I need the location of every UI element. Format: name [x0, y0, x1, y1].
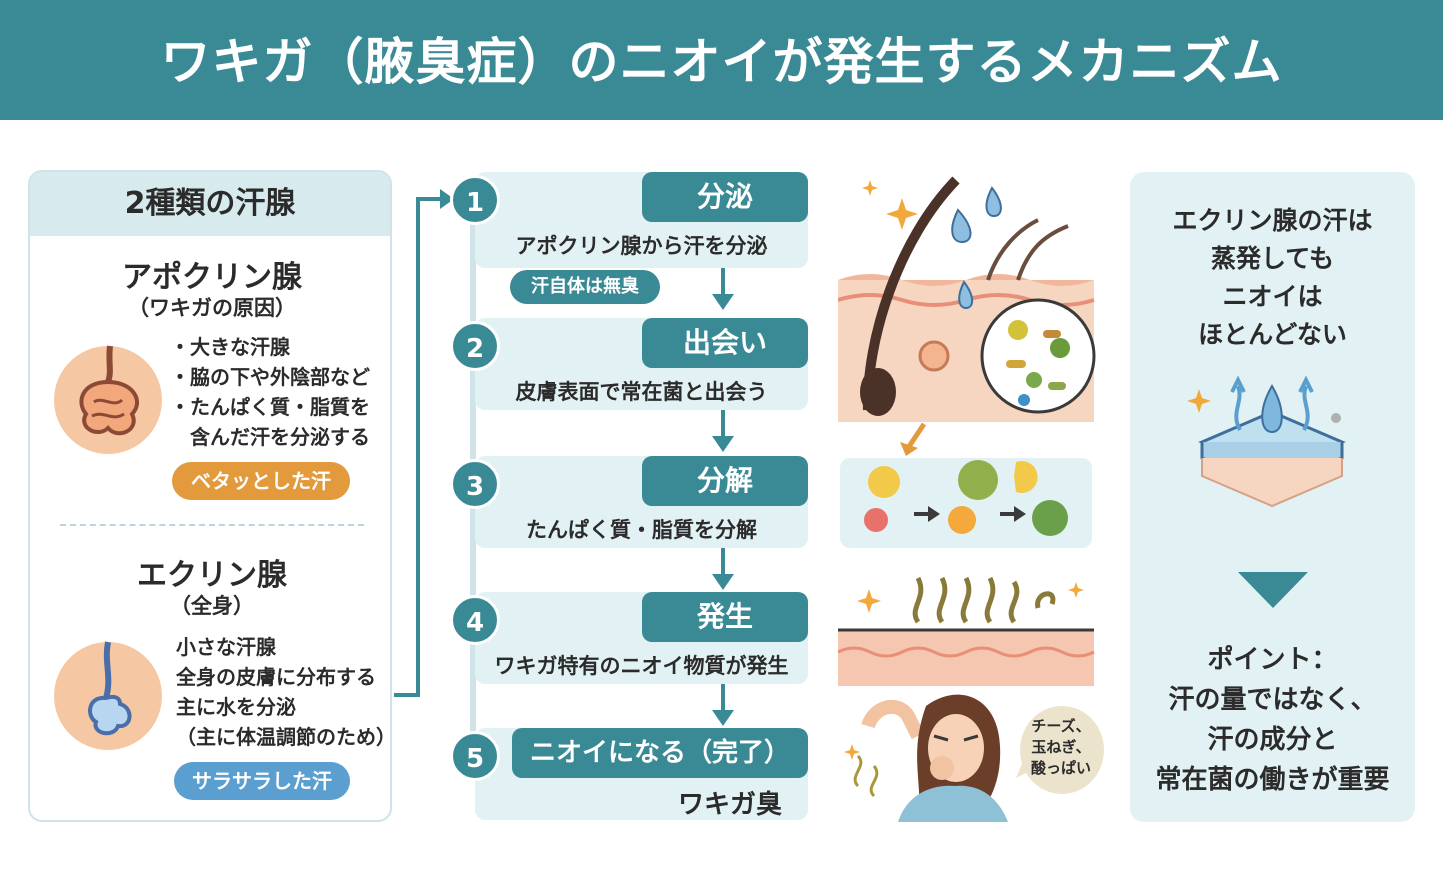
smell-word: チーズ、: [1031, 717, 1091, 735]
step-5-card: ニオイになる（完了） ワキガ臭: [475, 728, 808, 820]
evaporation-icon: [1187, 375, 1346, 508]
follicle-illustration: [838, 176, 1096, 422]
down-arrow-icon: [712, 684, 734, 726]
step-3-title: 分解: [642, 456, 808, 506]
eccrine-title: エクリン腺: [137, 558, 287, 593]
smell-word: 玉ねぎ、: [1031, 738, 1091, 756]
eccrine-point: （主に体温調節のため）: [176, 725, 392, 749]
gland-types-panel: 2種類の汗腺 アポクリン腺 （ワキガの原因） ・大きな汗腺 ・脇の下や外陰部など…: [28, 170, 392, 822]
step-1-desc: アポクリン腺から汗を分泌: [515, 234, 768, 258]
step-2-number: 2: [450, 321, 500, 371]
step-5-title: ニオイになる（完了）: [512, 728, 808, 778]
eccrine-point: 全身の皮膚に分布する: [176, 665, 376, 689]
smell-word: 酸っぱい: [1030, 759, 1091, 777]
eccrine-note-line: ほとんどない: [1198, 320, 1347, 349]
eccrine-note-line: エクリン腺の汗は: [1172, 206, 1373, 235]
step-4-number: 4: [450, 595, 500, 645]
down-arrow-icon: [712, 410, 734, 452]
step-5-desc: ワキガ臭: [677, 790, 782, 820]
apocrine-point: ・たんぱく質・脂質を: [170, 395, 370, 419]
sticky-sweat-tag: ベタッとした汗: [172, 462, 350, 500]
down-triangle-icon: [1238, 572, 1308, 608]
step-2-card: 出会い 皮膚表面で常在菌と出会う: [475, 318, 808, 410]
eccrine-points: 小さな汗腺 全身の皮膚に分布する 主に水を分泌 （主に体温調節のため）: [176, 632, 390, 752]
divider: [60, 524, 364, 526]
apocrine-gland-icon: [54, 345, 162, 454]
eccrine-gland-icon: [54, 641, 162, 750]
step-5-number: 5: [450, 731, 500, 781]
odorless-tag: 汗自体は無臭: [510, 270, 660, 304]
step-2-desc: 皮膚表面で常在菌と出会う: [515, 380, 768, 404]
smell-bubble-text: チーズ、 玉ねぎ、 酸っぱい: [1016, 716, 1106, 779]
speech-bubble-shape: [1016, 706, 1104, 794]
step-1-number: 1: [450, 175, 500, 225]
eccrine-note-line: ニオイは: [1222, 282, 1323, 311]
down-arrow-icon: [712, 548, 734, 590]
step-3-card: 分解 たんぱく質・脂質を分解: [475, 456, 808, 548]
page-title: ワキガ（腋臭症）のニオイが発生するメカニズム: [160, 33, 1283, 91]
step-3-number: 3: [450, 459, 500, 509]
key-point-line: ポイント：: [1207, 645, 1338, 675]
step-1-card: 分泌 アポクリン腺から汗を分泌 汗自体は無臭: [475, 172, 808, 304]
step-4-card: 発生 ワキガ特有のニオイ物質が発生: [475, 592, 808, 684]
apocrine-point: ・大きな汗腺: [170, 335, 290, 359]
eccrine-subtitle: （全身）: [170, 594, 254, 618]
key-point-line: 汗の成分と: [1207, 725, 1338, 755]
key-point: ポイント： 汗の量ではなく、 汗の成分と 常在菌の働きが重要: [1130, 640, 1415, 800]
apocrine-point: ・脇の下や外陰部など: [170, 365, 370, 389]
eccrine-point: 小さな汗腺: [176, 635, 276, 659]
step-3-desc: たんぱく質・脂質を分解: [526, 518, 757, 542]
apocrine-point: 含んだ汗を分泌する: [170, 425, 370, 449]
apocrine-title: アポクリン腺: [122, 260, 302, 295]
eccrine-note-line: 蒸発しても: [1210, 244, 1334, 273]
bacteria-illustration: [840, 422, 1092, 548]
apocrine-subtitle: （ワキガの原因）: [128, 296, 296, 320]
step-4-title: 発生: [642, 592, 808, 642]
step-1-title: 分泌: [642, 172, 808, 222]
eccrine-note: エクリン腺の汗は 蒸発しても ニオイは ほとんどない: [1130, 202, 1415, 354]
gland-types-heading: 2種類の汗腺: [30, 172, 390, 236]
odor-illustration: [838, 576, 1095, 686]
down-arrow-icon: [712, 268, 734, 310]
step-4-desc: ワキガ特有のニオイ物質が発生: [494, 654, 789, 678]
eccrine-point: 主に水を分泌: [176, 695, 296, 719]
smooth-sweat-tag: サラサラした汗: [174, 762, 350, 800]
woman-illustration: [844, 694, 1008, 822]
key-point-line: 常在菌の働きが重要: [1155, 765, 1390, 795]
step-2-title: 出会い: [642, 318, 808, 368]
apocrine-points: ・大きな汗腺 ・脇の下や外陰部など ・たんぱく質・脂質を 含んだ汗を分泌する: [170, 332, 370, 452]
summary-panel: エクリン腺の汗は 蒸発しても ニオイは ほとんどない ポイント： 汗の量ではなく…: [1130, 172, 1415, 822]
title-banner: ワキガ（腋臭症）のニオイが発生するメカニズム: [0, 0, 1443, 120]
key-point-line: 汗の量ではなく、: [1168, 685, 1377, 715]
flow-connector-arrow: [394, 189, 454, 697]
